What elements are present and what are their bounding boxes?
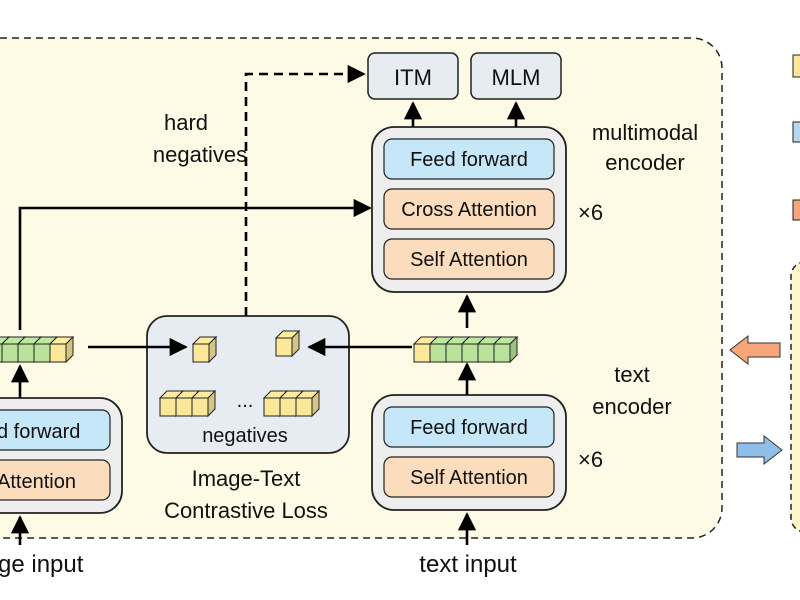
contrastive-title-1: Image-Text: [192, 466, 301, 491]
mm-self-attention: Self Attention: [410, 249, 528, 271]
text-input-label: text input: [419, 551, 517, 578]
image-feed-forward: d forward: [0, 421, 80, 443]
mlm-label: MLM: [492, 65, 541, 90]
negative-image-token-2: [190, 389, 217, 418]
legend-swatch-yellow: [792, 54, 800, 78]
mm-feed-forward: Feed forward: [410, 149, 528, 171]
image-encoder: d forward Attention: [0, 397, 123, 514]
itm-box: ITM: [367, 52, 459, 100]
hard-label-2: negatives: [153, 142, 247, 167]
contrastive-dots: ...: [237, 390, 254, 412]
legend-swatch-blue: [792, 121, 800, 143]
image-feature-to-cross-attention: [18, 198, 372, 330]
text-encoder-caption-2: encoder: [592, 394, 672, 419]
image-input-label: ge input: [0, 551, 84, 578]
hard-label-1: hard: [164, 110, 208, 135]
mm-cross-attention: Cross Attention: [401, 199, 537, 221]
left-arrow-icon: [729, 334, 781, 366]
text-encoder-caption-1: text: [614, 362, 649, 387]
text-encoder-repeat: ×6: [578, 447, 603, 472]
multimodal-caption-2: encoder: [605, 150, 685, 175]
multimodal-caption-1: multimodal: [592, 120, 698, 145]
multimodal-repeat: ×6: [578, 200, 603, 225]
mlm-box: MLM: [470, 52, 562, 100]
text-token-5: [492, 335, 519, 364]
token-cubes: [0, 329, 519, 418]
image-token-4: [48, 335, 75, 364]
right-arrow-icon: [736, 434, 783, 466]
negative-text-token-2: [294, 389, 321, 418]
positive-image-cube: [191, 335, 218, 364]
text-self-attention: Self Attention: [410, 467, 528, 489]
text-encoder: Feed forward Self Attention: [371, 394, 567, 511]
text-feed-forward: Feed forward: [410, 417, 528, 439]
legend-swatch-orange: [792, 199, 800, 221]
right-panel: [790, 262, 800, 532]
hard-negatives-arrow: [244, 64, 366, 316]
arrows: [10, 64, 526, 545]
contrastive-title-2: Contrastive Loss: [164, 498, 328, 523]
positive-text-cube: [274, 329, 301, 358]
image-attention: Attention: [0, 471, 76, 493]
itm-label: ITM: [394, 65, 432, 90]
multimodal-encoder: Feed forward Cross Attention Self Attent…: [371, 126, 567, 293]
contrastive-negatives-label: negatives: [202, 425, 288, 447]
